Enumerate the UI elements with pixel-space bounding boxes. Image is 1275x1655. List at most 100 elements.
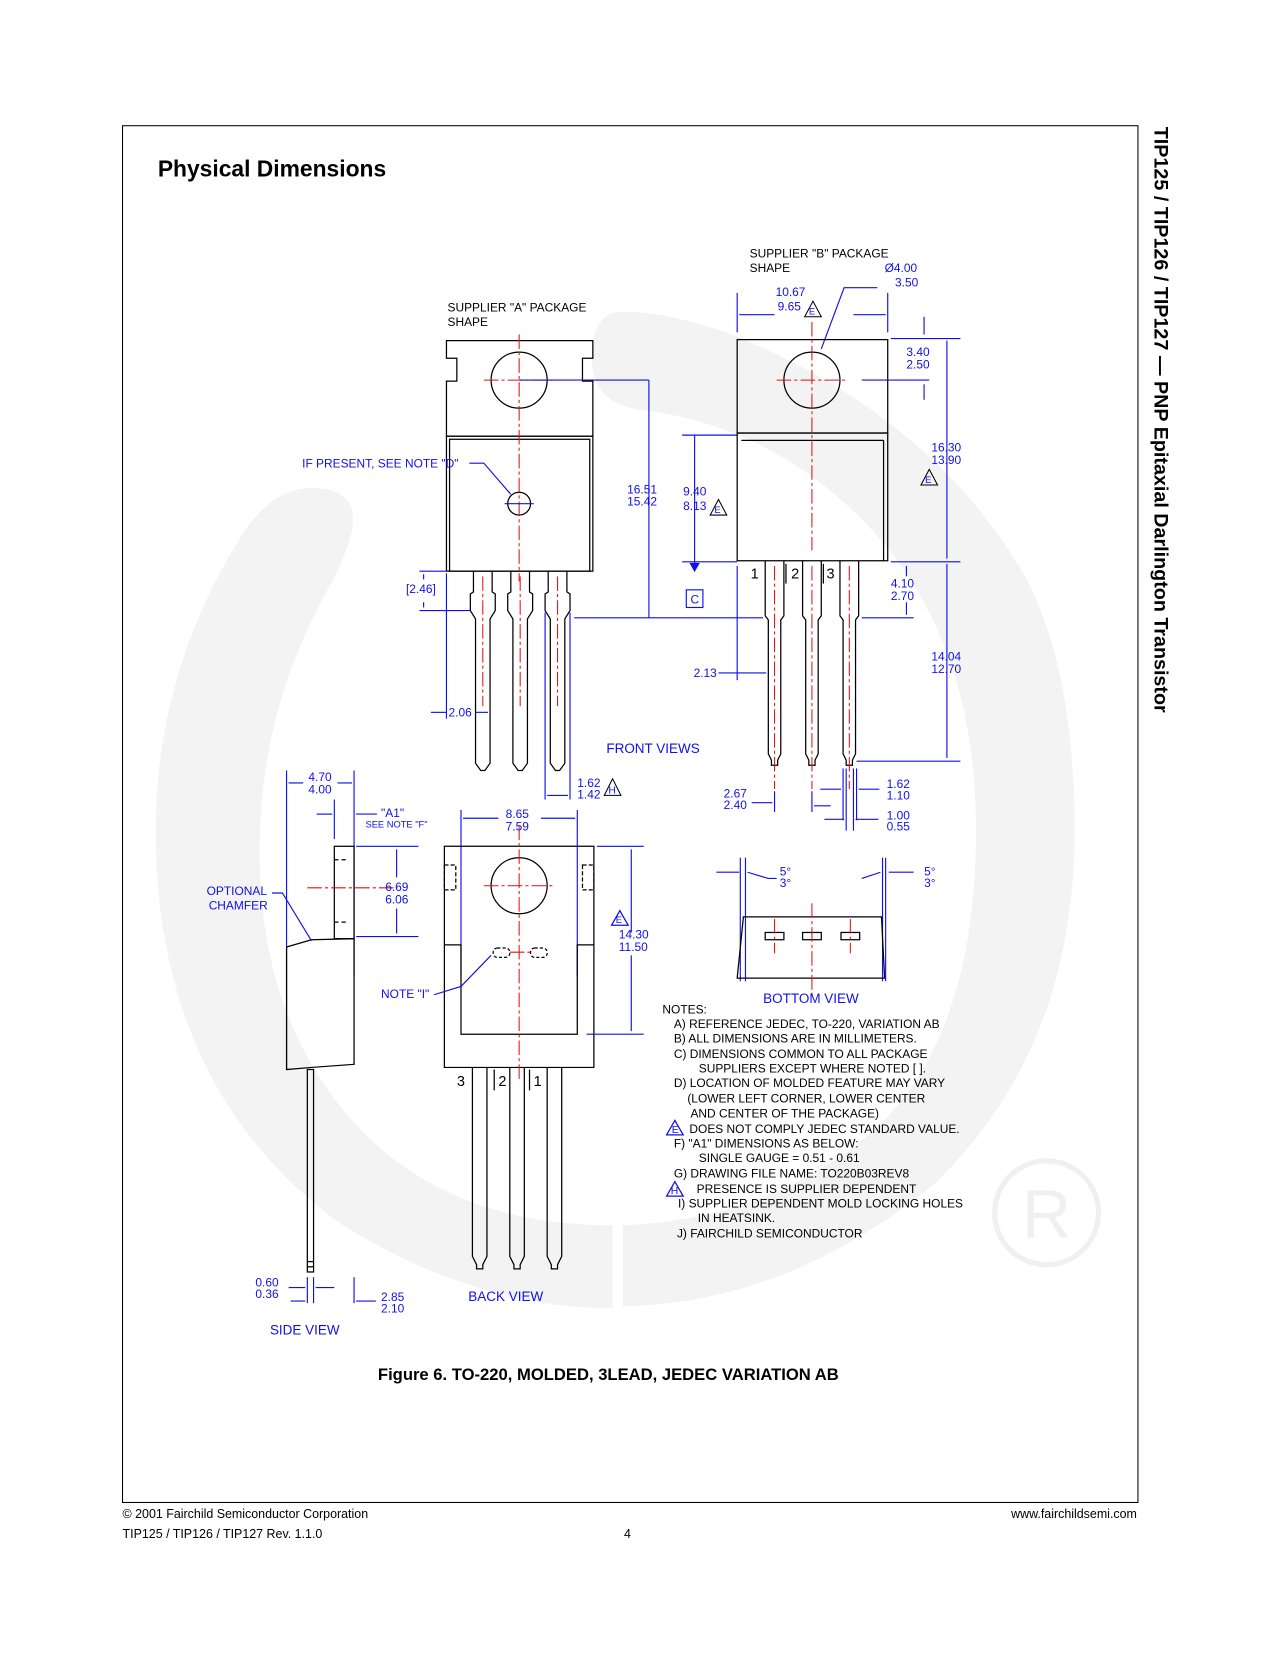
supplier-b-label-1: SUPPLIER "B" PACKAGE	[750, 247, 889, 261]
back-view: 8.65 7.59 E 14.30 11.50 NOTE "I" 3 2 1	[381, 807, 649, 1304]
side-view: 4.70 4.00 "A1" SEE NOTE "F" 6.69 6.06 OP…	[207, 770, 428, 1337]
footer-website-link[interactable]: www.fairchildsemi.com	[1010, 1507, 1137, 1521]
note-a: A) REFERENCE JEDEC, TO-220, VARIATION AB	[674, 1017, 940, 1031]
dim-270: 2.70	[891, 589, 915, 603]
pin-1-back: 1	[534, 1074, 542, 1090]
bottom-view-label: BOTTOM VIEW	[763, 991, 859, 1006]
dim-669: 6.69	[385, 880, 409, 894]
dim-060: 0.60	[255, 1276, 279, 1290]
dim-162b: 1.62	[887, 777, 911, 791]
note-d-label: IF PRESENT, SEE NOTE "D"	[302, 456, 458, 470]
pin-3-back: 3	[457, 1074, 465, 1090]
front-views-label: FRONT VIEWS	[606, 741, 699, 756]
front-view-supplier-a: SUPPLIER "A" PACKAGE SHAPE IF PRESENT, S…	[302, 301, 622, 802]
dim-400: 4.00	[308, 782, 332, 796]
content-frame	[121, 125, 1139, 1503]
dim-1630: 16.30	[931, 441, 961, 455]
optional-chamfer-1: OPTIONAL	[207, 884, 268, 898]
note-d: D) LOCATION OF MOLDED FEATURE MAY VARY	[674, 1076, 945, 1090]
dim-606: 6.06	[385, 892, 409, 906]
dim-1150: 11.50	[619, 940, 648, 954]
optional-chamfer-2: CHAMFER	[209, 899, 268, 913]
dim-965: 9.65	[778, 300, 802, 314]
note-b: B) ALL DIMENSIONS ARE IN MILLIMETERS.	[674, 1032, 917, 1046]
dim-1404: 14.04	[931, 649, 961, 663]
dim-142: 1.42	[577, 788, 601, 802]
dim-162a: 1.62	[577, 776, 601, 790]
footer-page-number: 4	[624, 1527, 631, 1541]
page-title: Physical Dimensions	[158, 156, 386, 182]
back-view-label: BACK VIEW	[468, 1289, 543, 1304]
note-e: DOES NOT COMPLY JEDEC STANDARD VALUE.	[689, 1122, 959, 1136]
note-i-cont: IN HEATSINK.	[698, 1211, 775, 1225]
dim-1067: 10.67	[776, 285, 806, 299]
dim-1430: 14.30	[619, 928, 649, 942]
draft-angle-max-r: 5°	[924, 864, 936, 878]
pin-2-back: 2	[498, 1074, 506, 1090]
dim-hole-dia: Ø4.00	[885, 261, 918, 275]
bottom-view: 5° 3° 5° 3° BOTTOM VIEW	[716, 857, 936, 1006]
pin-3-front: 3	[826, 566, 834, 582]
note-d-cont-1: (LOWER LEFT CORNER, LOWER CENTER	[687, 1092, 925, 1106]
draft-angle-min-r: 3°	[924, 876, 936, 890]
supplier-a-label-1: SUPPLIER "A" PACKAGE	[447, 301, 586, 315]
dim-250: 2.50	[906, 358, 930, 372]
dim-813: 8.13	[683, 499, 707, 513]
pin-1-front: 1	[751, 566, 759, 582]
flag-h: H	[608, 785, 616, 796]
figure-caption: Figure 6. TO-220, MOLDED, 3LEAD, JEDEC V…	[378, 1365, 839, 1384]
ref-dim-246: [2.46]	[406, 582, 436, 596]
dim-055: 0.55	[887, 820, 911, 834]
dim-1390: 13.90	[931, 453, 961, 467]
dim-940: 9.40	[683, 484, 707, 498]
draft-angle-max-l: 5°	[780, 864, 792, 878]
dim-hole-dia-min: 3.50	[895, 276, 919, 290]
note-f-cont: SINGLE GAUGE = 0.51 - 0.61	[699, 1151, 860, 1165]
note-d-cont-2: AND CENTER OF THE PACKAGE)	[690, 1106, 879, 1120]
a1-see-note: SEE NOTE "F"	[365, 820, 427, 830]
note-g: G) DRAWING FILE NAME: TO220B03REV8	[674, 1166, 910, 1180]
side-view-label: SIDE VIEW	[270, 1322, 340, 1337]
draft-angle-min-l: 3°	[780, 876, 792, 890]
flag-e-4: E	[616, 915, 622, 925]
dim-100: 1.00	[887, 808, 911, 822]
note-f: F) "A1" DIMENSIONS AS BELOW:	[674, 1136, 859, 1150]
flag-e-2: E	[809, 307, 815, 317]
notes-block: NOTES: A) REFERENCE JEDEC, TO-220, VARIA…	[662, 1002, 963, 1240]
dim-267: 2.67	[724, 786, 748, 800]
dim-410: 4.10	[891, 577, 915, 591]
dim-240: 2.40	[724, 798, 748, 812]
supplier-b-label-2: SHAPE	[750, 261, 791, 275]
dim-110: 1.10	[887, 789, 911, 803]
dim-213: 2.13	[694, 666, 718, 680]
dim-759: 7.59	[506, 820, 530, 834]
flag-e-3: E	[925, 475, 931, 485]
notes-title: NOTES:	[662, 1002, 706, 1016]
footer-copyright: © 2001 Fairchild Semiconductor Corporati…	[123, 1507, 369, 1521]
datum-c: C	[690, 592, 699, 606]
dim-036: 0.36	[255, 1287, 279, 1301]
dim-210: 2.10	[381, 1301, 405, 1315]
note-h: PRESENCE IS SUPPLIER DEPENDENT	[697, 1182, 917, 1196]
note-c-cont: SUPPLIERS EXCEPT WHERE NOTED [ ].	[699, 1062, 926, 1076]
pin-2-front: 2	[791, 566, 799, 582]
dim-865: 8.65	[506, 807, 530, 821]
dim-470: 4.70	[308, 770, 332, 784]
flag-e-1: E	[714, 505, 720, 515]
supplier-a-label-2: SHAPE	[447, 315, 488, 329]
dim-285: 2.85	[381, 1290, 405, 1304]
dim-206: 2.06	[449, 706, 473, 720]
dim-1651: 16.51	[627, 482, 657, 496]
registered-mark-icon: R	[1022, 1176, 1071, 1253]
fairchild-watermark-logo: R	[155, 311, 1102, 1309]
dim-1542: 15.42	[627, 495, 657, 509]
footer-revision: TIP125 / TIP126 / TIP127 Rev. 1.1.0	[123, 1527, 323, 1541]
note-c: C) DIMENSIONS COMMON TO ALL PACKAGE	[674, 1047, 928, 1061]
front-view-supplier-b: SUPPLIER "B" PACKAGE SHAPE Ø4.00 3.50 10…	[694, 247, 962, 834]
dim-1270: 12.70	[931, 662, 961, 676]
note-i: I) SUPPLIER DEPENDENT MOLD LOCKING HOLES	[678, 1197, 963, 1211]
side-title: TIP125 / TIP126 / TIP127 — PNP Epitaxial…	[1150, 127, 1172, 713]
note-e-flag: E	[672, 1125, 679, 1136]
